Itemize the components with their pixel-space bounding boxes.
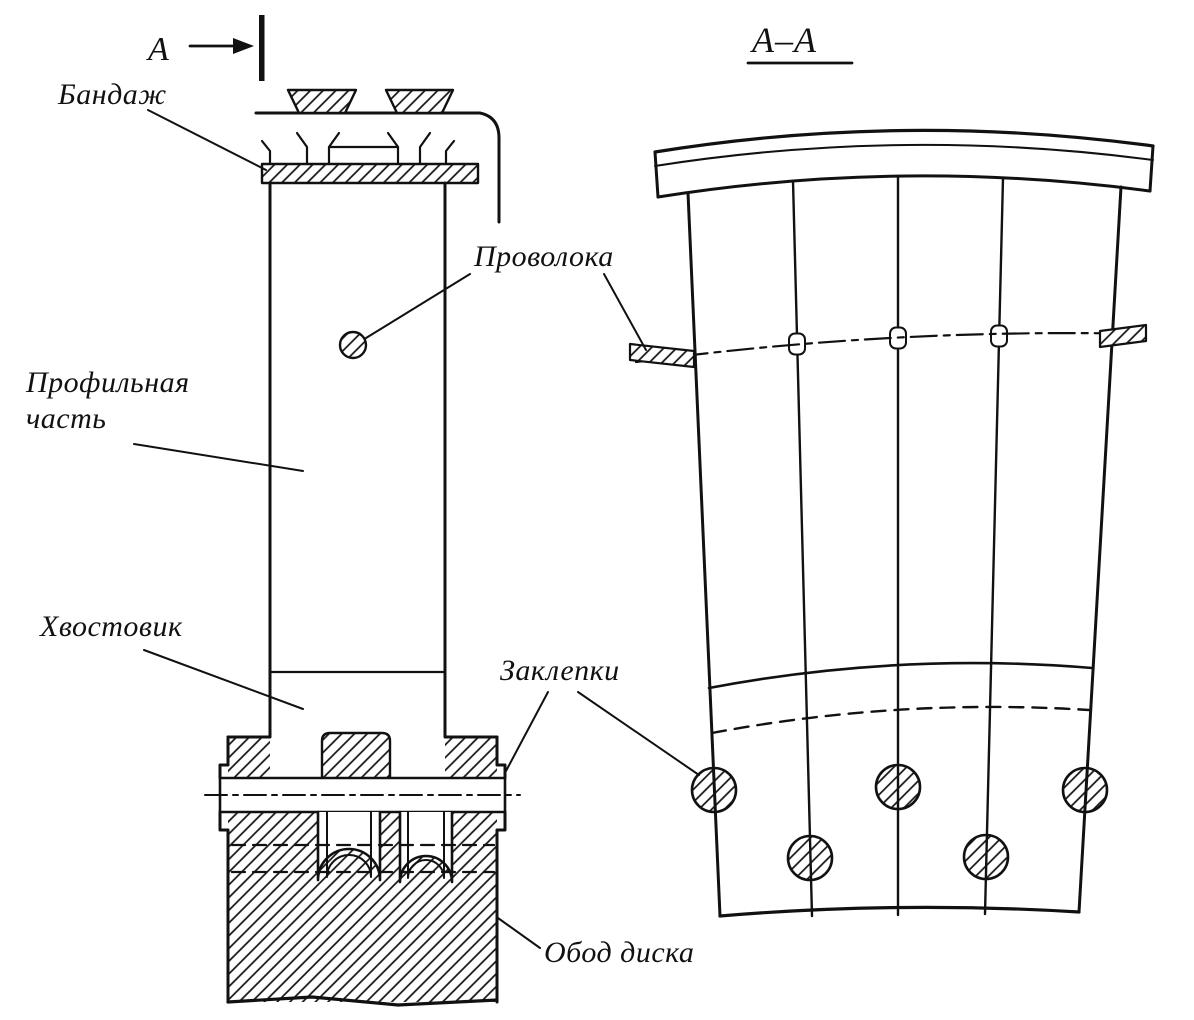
tenon-head-right [384,88,455,115]
tenon-head-left [286,88,358,115]
segment-left-edge [686,191,722,918]
label-disk-rim: Обод диска [544,936,694,969]
section-plane-marker: А [146,15,265,81]
leader-rivets-left [505,691,549,772]
side-view: А [146,15,521,1007]
band-edge-tab [260,139,272,166]
label-wire: Проволока [473,240,614,273]
segment-right-edge [1077,185,1123,914]
label-profile-line2: часть [26,402,106,435]
band-right-cap [1148,144,1155,193]
leader-profile [133,443,304,472]
leader-wire-left [365,273,471,339]
leader-shank [143,649,304,710]
leader-wire-right [603,273,647,351]
fork-slot-left-inner [326,811,372,878]
tenon-stem [295,131,309,166]
shroud-band [260,162,480,185]
section-aa-view: А–А [628,20,1155,918]
tenon-stems [260,131,456,166]
leader-rivets-right [577,691,700,776]
wire-centerline [634,332,1146,364]
labels: Бандаж Проволока Профильная часть Хвосто… [25,78,700,969]
shroud-top-line [254,111,501,224]
section-letter: А [146,31,169,68]
band-bottom-arc [656,174,1152,199]
rim-right-edge [495,735,507,1004]
label-rivets: Заклепки [500,654,620,687]
section-plane-bar [259,15,265,81]
segment-bottom-arc [718,905,1081,918]
root-platform-arc [707,661,1094,690]
fork-slot-right [398,810,454,884]
rim-bottom-break-line [226,995,499,1007]
section-title-group: А–А [746,20,854,65]
label-profile-line1: Профильная [25,366,190,399]
wire-end-right [1098,323,1148,349]
label-shroud: Бандаж [57,78,167,111]
fork-slot-right-inner [407,811,445,879]
hidden-platform-arc [710,705,1091,735]
tenon-stem [418,131,432,166]
leader-disk-rim [497,917,541,949]
label-shank: Хвостовик [39,610,183,643]
leader-shroud [147,109,267,171]
band-inner-arc [654,143,1154,167]
section-arrowhead-icon [233,38,254,54]
blade-joint-line [983,176,1005,916]
rim-left-edge [218,735,230,1004]
tenon-stem [386,131,400,166]
rim-tongue [320,731,392,780]
band-edge-tab [444,139,456,166]
wire-boss [990,324,1008,348]
band-left-cap [653,150,660,199]
band-top-arc [653,128,1155,154]
wire-hole [338,330,368,360]
section-title: А–А [750,20,817,60]
blade-joint-line [791,179,814,918]
